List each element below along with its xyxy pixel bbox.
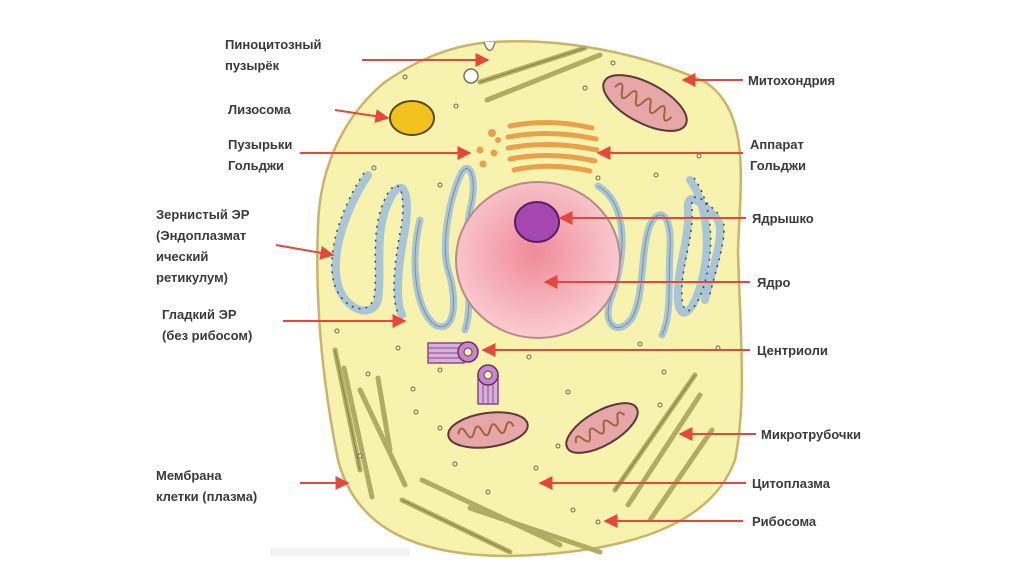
golgi-vesicles	[476, 129, 501, 168]
label-rough-er: Зернистый ЭР (Эндоплазмат ический ретику…	[156, 207, 250, 285]
label-arrows	[275, 53, 756, 528]
bottom-blur	[270, 548, 410, 556]
mitochondrion-top	[602, 74, 688, 132]
label-lysosome: Лизосома	[228, 102, 291, 117]
golgi-apparatus	[505, 119, 600, 174]
label-centrioles: Центриоли	[757, 343, 828, 358]
label-membrane: Мембрана клетки (плазма)	[156, 468, 258, 504]
label-mitochondrion: Митохондрия	[748, 73, 836, 88]
mitochondrion-bottom-right	[565, 402, 639, 454]
label-ribosome: Рибосома	[752, 514, 817, 529]
rough-er-left	[331, 171, 411, 319]
nucleolus	[514, 201, 560, 243]
mitochondrion-bottom-left	[447, 411, 529, 449]
label-nucleolus: Ядрышко	[752, 211, 814, 226]
nucleus	[455, 181, 621, 339]
label-golgi-vesicles: Пузырьки Гольджи	[228, 137, 293, 173]
lysosome	[389, 100, 435, 136]
ribosomes	[334, 60, 721, 525]
pinocytic-vesicle	[483, 41, 496, 51]
label-cytoplasm: Цитоплазма	[752, 476, 830, 491]
centriole-horizontal	[427, 341, 479, 364]
label-golgi-apparatus: Аппарат Гольджи	[750, 137, 807, 173]
label-nucleus: Ядро	[757, 275, 791, 290]
label-smooth-er: Гладкий ЭР (без рибосом)	[162, 307, 253, 343]
rough-er-right	[673, 176, 725, 317]
label-pinocytic-vesicle: Пиноцитозный пузырёк	[225, 37, 322, 73]
pinocytic-vesicle-bubble	[463, 68, 479, 84]
centriole-vertical	[477, 364, 499, 405]
label-microtubules: Микротрубочки	[761, 427, 861, 442]
